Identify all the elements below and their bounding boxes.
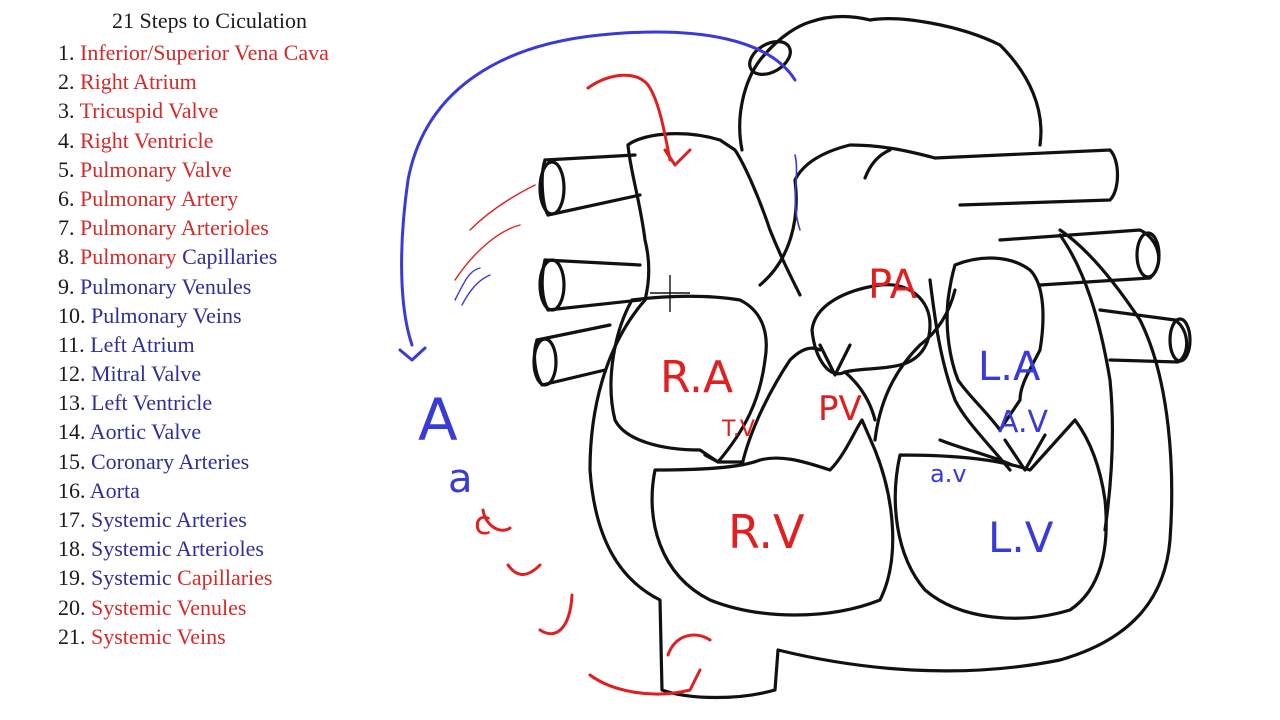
step-item: 2. Right Atrium [58, 67, 329, 96]
step-item: 4. Right Ventricle [58, 126, 329, 155]
step-label: Left Atrium [90, 331, 195, 357]
aorta-arch [738, 14, 1043, 152]
step-label: Right Atrium [80, 69, 197, 95]
step-label: Pulmonary [80, 244, 183, 270]
step-item: 20. Systemic Venules [58, 593, 329, 622]
step-item: 11. Left Atrium [58, 330, 329, 359]
step-number: 19. [58, 565, 86, 591]
label-mitral-valve: A.V [998, 405, 1049, 440]
label-left-atrium: L.A [978, 344, 1041, 390]
blue-annotations [398, 30, 801, 362]
step-number: 1. [58, 40, 75, 65]
step-label: Pulmonary Valve [80, 156, 232, 182]
step-label: Systemic Venules [91, 594, 247, 620]
step-number: 3. [58, 98, 75, 124]
step-label: Left Ventricle [91, 390, 213, 416]
step-item: 7. Pulmonary Arterioles [58, 213, 329, 242]
step-label: Aortic Valve [89, 419, 202, 445]
label-left-ventricle: L.V [988, 513, 1054, 562]
step-number: 9. [58, 273, 75, 299]
step-number: 5. [58, 156, 75, 182]
step-label: Tricuspid Valve [79, 98, 219, 124]
step-item: 16. Aorta [58, 476, 329, 505]
step-item: 15. Coronary Arteries [58, 447, 329, 476]
right-ventricle-chamber [650, 418, 895, 617]
step-item: 14. Aortic Valve [58, 417, 329, 446]
step-label: Pulmonary Arterioles [80, 215, 269, 241]
page-title: 21 Steps to Ciculation [112, 8, 307, 33]
step-number: 7. [58, 215, 75, 241]
step-label: Capillaries [182, 244, 278, 270]
step-item: 21. Systemic Veins [58, 622, 329, 651]
label-tricuspid-valve: T.V [721, 417, 755, 442]
step-label: Inferior/Superior Vena Cava [80, 40, 329, 65]
step-label: Mitral Valve [91, 361, 202, 387]
step-number: 18. [58, 536, 86, 562]
label-pulmonary-artery: PA [868, 262, 918, 308]
step-label: Right Ventricle [80, 127, 214, 153]
step-item: 3. Tricuspid Valve [58, 96, 329, 125]
note-c-mark: c [474, 504, 492, 542]
step-number: 11. [58, 331, 85, 357]
step-number: 4. [58, 127, 75, 153]
step-item: 10. Pulmonary Veins [58, 301, 329, 330]
step-label: Systemic Arteries [91, 507, 247, 532]
brachiocephalic-opening [748, 40, 792, 76]
step-label: Pulmonary Artery [80, 185, 239, 211]
step-item: 13. Left Ventricle [58, 388, 329, 417]
left-ventricle-chamber [893, 418, 1108, 620]
step-label: Capillaries [177, 565, 273, 591]
step-number: 16. [58, 477, 86, 503]
step-number: 8. [58, 244, 75, 270]
label-right-ventricle: R.V [728, 505, 805, 559]
step-number: 21. [58, 623, 86, 649]
step-item: 12. Mitral Valve [58, 359, 329, 388]
step-item: 19. Systemic Capillaries [58, 563, 329, 592]
step-number: 15. [58, 448, 86, 474]
step-label: Pulmonary Veins [91, 302, 242, 328]
step-item: 18. Systemic Arterioles [58, 534, 329, 563]
heart-outline [532, 14, 1192, 700]
step-number: 6. [58, 185, 75, 211]
step-item: 17. Systemic Arteries [58, 505, 329, 534]
step-label: Pulmonary Venules [80, 273, 252, 299]
left-atrium-chamber [945, 256, 1045, 432]
note-aorta-letter: A [418, 386, 458, 454]
step-number: 20. [58, 594, 86, 620]
step-label: Systemic Veins [91, 623, 226, 649]
step-number: 13. [58, 390, 86, 416]
step-number: 17. [58, 507, 86, 532]
step-item: 9. Pulmonary Venules [58, 272, 329, 301]
aorta-inner [758, 143, 937, 287]
step-number: 12. [58, 361, 86, 387]
arrow-into-right-atrium [586, 73, 672, 162]
step-number: 14. [58, 419, 86, 445]
arrow-down-vein [666, 633, 712, 657]
step-item: 1. Inferior/Superior Vena Cava [58, 38, 329, 67]
step-label: Aorta [89, 477, 140, 503]
heart-body [588, 228, 1174, 700]
chamber-labels: R.A T.V R.V PV PA L.A A.V a.v L.V A a c [418, 262, 1054, 562]
step-item: 6. Pulmonary Artery [58, 184, 329, 213]
step-label: Coronary Arteries [91, 448, 250, 474]
crosshair-cursor-icon [650, 275, 690, 312]
pulmonary-trunk [810, 283, 932, 376]
step-number: 2. [58, 69, 75, 95]
red-annotations [454, 73, 712, 696]
label-right-atrium: R.A [660, 352, 733, 403]
label-aortic-valve: a.v [930, 460, 967, 488]
right-atrium-chamber [609, 294, 768, 464]
step-item: 5. Pulmonary Valve [58, 155, 329, 184]
arrow-aorta-to-body [400, 30, 797, 347]
label-pulmonary-valve: PV [818, 389, 862, 429]
step-label: Systemic Arterioles [91, 536, 264, 562]
step-label: Systemic [91, 565, 178, 591]
step-number: 10. [58, 302, 86, 328]
step-item: 8. Pulmonary Capillaries [58, 242, 329, 271]
note-a-letter: a [448, 456, 473, 502]
